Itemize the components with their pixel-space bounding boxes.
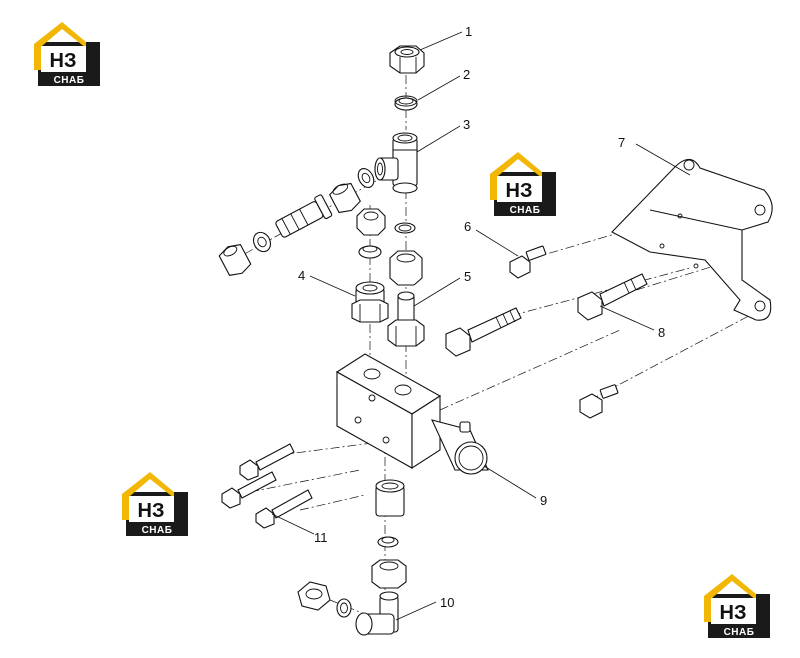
- callout-2: 2: [463, 67, 470, 82]
- part-5-connector: [387, 291, 425, 347]
- callout-10: 10: [440, 595, 454, 610]
- watermark-logo-center: НЗ СНАБ: [490, 152, 556, 216]
- callout-labels: 1 2 3 4 5 6 7 8 9 10 11: [298, 24, 665, 610]
- part-1-nut: [389, 45, 425, 74]
- svg-text:НЗ: НЗ: [506, 180, 533, 202]
- svg-text:СНАБ: СНАБ: [510, 205, 541, 216]
- svg-text:СНАБ: СНАБ: [142, 525, 173, 536]
- callout-5: 5: [464, 269, 471, 284]
- svg-text:СНАБ: СНАБ: [724, 627, 755, 638]
- part-2-ring: [394, 95, 418, 111]
- part-8-bolt: [577, 273, 648, 321]
- column-fittings-right: [389, 222, 423, 286]
- part-4-adapter: [351, 281, 389, 323]
- leader-lines: [271, 31, 691, 621]
- lower-fittings: [371, 479, 407, 589]
- callout-4: 4: [298, 268, 305, 283]
- valve-block: [335, 353, 442, 470]
- watermark-logo-top-left: НЗ СНАБ: [34, 22, 100, 86]
- callout-7: 7: [618, 135, 625, 150]
- watermark-logo-bottom-right: НЗ СНАБ: [704, 574, 770, 638]
- callout-9: 9: [540, 493, 547, 508]
- callout-8: 8: [658, 325, 665, 340]
- watermark-logo-left: НЗ СНАБ: [122, 472, 188, 536]
- center-lines: [229, 75, 761, 621]
- svg-text:НЗ: НЗ: [138, 500, 165, 522]
- column-fittings-left: [356, 208, 386, 259]
- part-3-tee-fitting: [374, 132, 418, 194]
- part-9-cylinder: [431, 419, 489, 475]
- part-11-bolts: [221, 443, 313, 529]
- part-7-bracket: [611, 158, 773, 321]
- callout-3: 3: [463, 117, 470, 132]
- callout-11: 11: [314, 530, 328, 545]
- small-bolt-right: [579, 384, 619, 419]
- part-6-bolt: [509, 245, 547, 279]
- callout-6: 6: [464, 219, 471, 234]
- part-10-elbow: [297, 581, 399, 636]
- long-bolt: [445, 307, 522, 357]
- svg-text:СНАБ: СНАБ: [54, 75, 85, 86]
- callout-1: 1: [465, 24, 472, 39]
- svg-text:НЗ: НЗ: [720, 602, 747, 624]
- svg-text:НЗ: НЗ: [50, 50, 77, 72]
- left-fitting-chain: [218, 168, 375, 276]
